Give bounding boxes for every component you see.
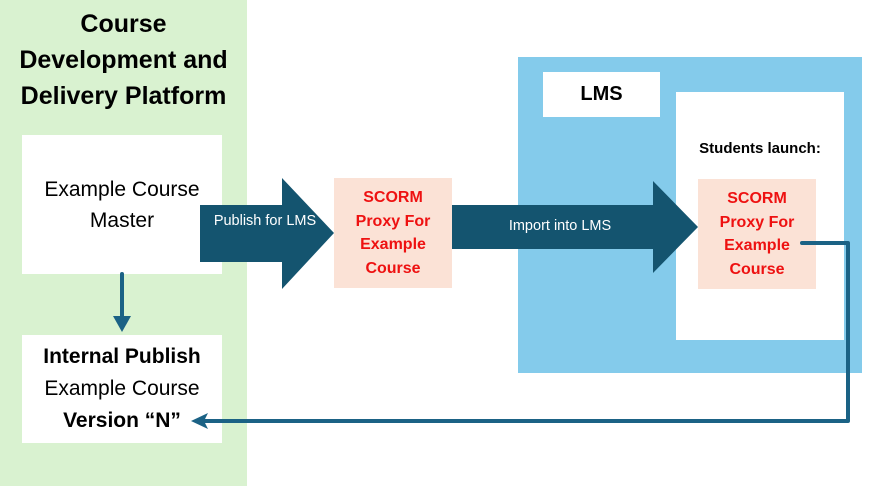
internal-publish-title: Internal Publish — [43, 345, 201, 368]
platform-title-line: Development and — [19, 46, 228, 74]
lms-label-box: LMS — [543, 72, 660, 117]
scorm-line: SCORM — [363, 189, 423, 206]
internal-publish-box: Internal Publish Example Course Version … — [22, 335, 222, 443]
scorm-line: Course — [729, 260, 785, 278]
internal-publish-version: Version “N” — [63, 409, 181, 432]
down-arrowhead-icon — [113, 316, 131, 332]
scorm-line: Course — [365, 259, 421, 277]
internal-publish-course: Example Course — [44, 377, 200, 400]
lms-label: LMS — [580, 83, 623, 105]
scorm-line: Proxy For — [355, 212, 431, 230]
scorm-line: Example — [360, 236, 426, 253]
publish-arrow-label: Publish for LMS — [213, 213, 317, 229]
students-launch-label: Students launch: — [699, 140, 821, 157]
platform-title-line: Course — [80, 10, 167, 38]
scorm-line: SCORM — [727, 190, 787, 207]
return-arrowhead-icon — [191, 413, 208, 429]
master-line: Master — [89, 208, 155, 232]
import-arrow-label: Import into LMS — [508, 218, 612, 234]
scorm-proxy-published: SCORM Proxy For Example Course — [334, 178, 452, 288]
publish-arrow — [200, 178, 334, 289]
platform-title-line: Delivery Platform — [20, 82, 227, 110]
platform-title: Course Development and Delivery Platform — [0, 6, 247, 114]
scorm-line: Proxy For — [719, 213, 795, 231]
scorm-line: Example — [724, 237, 790, 254]
scorm-proxy-in-lms: SCORM Proxy For Example Course — [698, 179, 816, 289]
example-course-master-box: Example Course Master — [22, 135, 222, 274]
master-line: Example Course — [44, 177, 200, 201]
import-arrow — [443, 181, 698, 273]
return-connector — [201, 241, 850, 423]
